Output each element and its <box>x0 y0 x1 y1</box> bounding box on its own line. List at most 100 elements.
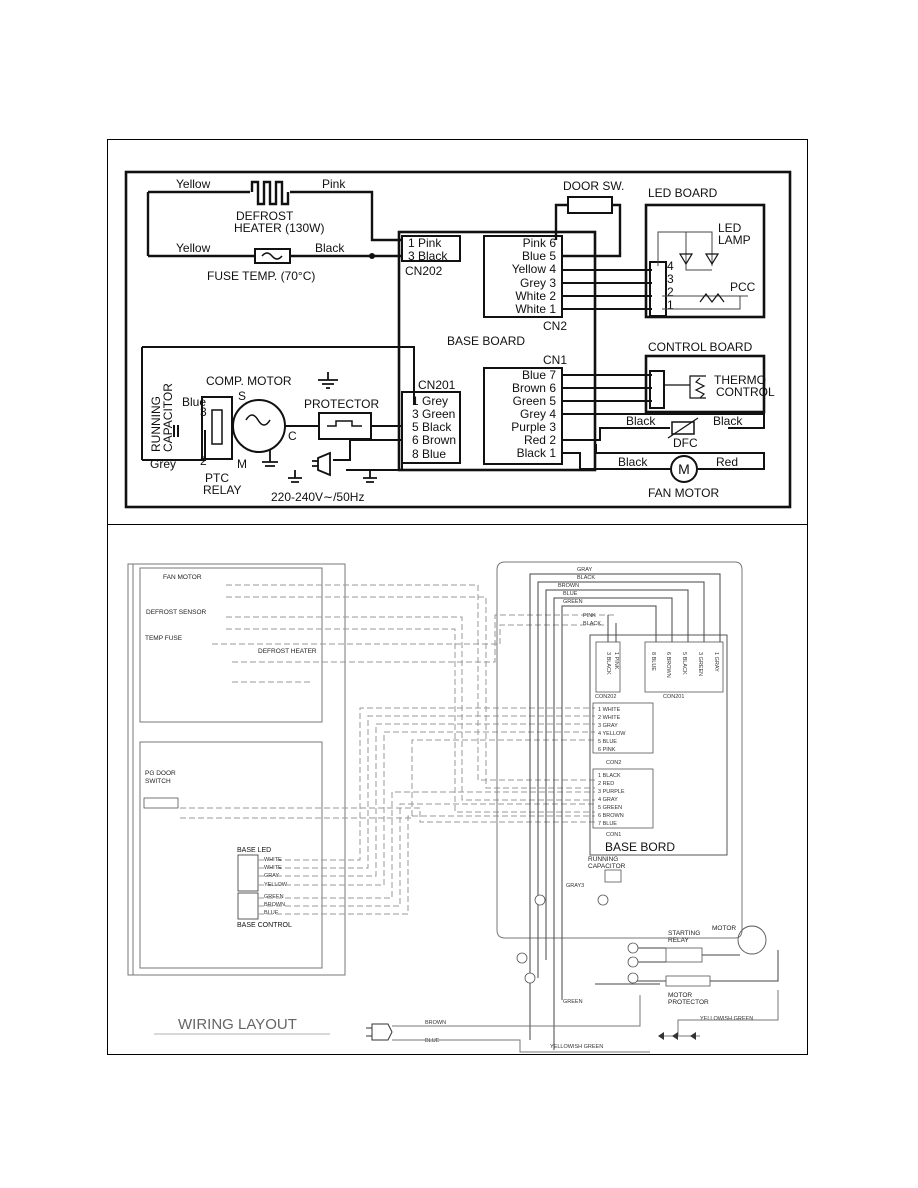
capacitor-layout-icon <box>604 869 622 883</box>
protector-switch-icon <box>327 420 362 427</box>
thermo-wires <box>664 375 706 399</box>
con1-pin-7: 7 BLUE <box>598 821 617 827</box>
wire-label-yellow-bottom: Yellow <box>176 241 211 255</box>
gray3-label: GRAY3 <box>566 883 584 889</box>
wire-black2-label: BLACK <box>583 621 601 627</box>
cn2-pin-6: Pink 6 <box>523 236 557 250</box>
cn201-pin-6: 6 Brown <box>412 433 456 447</box>
cn1-pin-5: Green 5 <box>513 394 557 408</box>
defrost-heater-icon <box>250 180 290 206</box>
cn1-pin-2: Red 2 <box>524 433 556 447</box>
diagram-frame <box>107 139 808 1055</box>
ptc-pin-2: 2 <box>200 454 207 468</box>
fan-motor-wires <box>562 444 765 470</box>
con1-pin-3: 3 PURPLE <box>598 789 625 795</box>
ground-clip-icon <box>658 1032 696 1040</box>
yellowish-green-right: YELLOWISH GREEN <box>700 1016 753 1022</box>
led-lamp-wires <box>657 231 713 271</box>
cn2-connector <box>483 235 563 318</box>
wire-green-label: GREEN <box>563 599 583 605</box>
ground-icon-plug <box>288 470 302 483</box>
heater-wires <box>146 190 402 258</box>
cn202-connector <box>401 235 461 262</box>
power-harness <box>392 990 779 1053</box>
cn1-pins: Blue 7 Brown 6 Green 5 Grey 4 Purple 3 R… <box>511 368 556 460</box>
con201-pin-6: 6 BROWN <box>665 652 671 678</box>
motor-s-label: S <box>238 389 246 403</box>
protector-box <box>318 412 372 440</box>
base-ctrl-wire-2: BROWN <box>264 902 285 908</box>
layout-section: FAN MOTOR DEFROST SENSOR TEMP FUSE DEFRO… <box>127 561 779 1053</box>
starting-relay-icon <box>665 947 703 963</box>
base-led-label: BASE LED <box>237 847 271 854</box>
dfc-black-right: Black <box>713 414 743 428</box>
pcc-label: PCC <box>730 280 756 294</box>
con201-pin-1: 1 GRAY <box>713 652 719 672</box>
section-divider <box>107 524 808 525</box>
dfc-black-left: Black <box>626 414 656 428</box>
cn201-pin-8: 8 Blue <box>412 447 446 461</box>
con2-pins: 1 WHITE 2 WHITE 3 GRAY 4 YELLOW 5 BLUE 6… <box>598 707 626 753</box>
cap-blue-label: Blue <box>182 395 206 409</box>
fuse-temp-icon <box>254 248 291 264</box>
led-pin-3: 3 <box>667 272 674 286</box>
con201-pin-5: 5 BLACK <box>681 652 687 675</box>
con1 <box>592 768 654 829</box>
cn202-pin-1: 1 Pink <box>408 236 442 250</box>
door-switch-wires <box>554 203 622 258</box>
con2-pin-4: 4 YELLOW <box>598 731 626 737</box>
capacitor-icon <box>173 425 179 437</box>
terminal-1-icon <box>627 972 639 984</box>
cn201-pin-1: 1 Grey <box>412 394 448 408</box>
compressor-area <box>496 561 743 939</box>
cn1-pin-4: Grey 4 <box>520 407 556 421</box>
protector-label: PROTECTOR <box>304 397 379 411</box>
cn2-pin-1: White 1 <box>515 302 556 316</box>
cn201-label: CN201 <box>418 378 456 392</box>
thermistor-icon <box>694 377 706 399</box>
con201-pin-3: 3 GREEN <box>697 652 703 676</box>
ptc-relay-box <box>201 396 233 460</box>
con202-pin-1: 1 PINK <box>613 652 619 670</box>
base-board <box>397 230 597 472</box>
con2-pin-6: 6 PINK <box>598 747 616 753</box>
defrost-heater-layout-label: DEFROST HEATER <box>258 648 317 655</box>
cn2-led-wires <box>562 269 652 310</box>
pcc-resistor-icon <box>699 293 725 303</box>
base-ctrl-wire-1: GREEN <box>264 894 284 900</box>
dfc-icon <box>671 421 695 435</box>
ground-icon-right <box>363 470 377 483</box>
cn201-pins: 1 Grey 3 Green 5 Black 6 Brown 8 Blue <box>412 394 456 461</box>
cn2-label: CN2 <box>543 319 567 333</box>
fuse-temp-label: FUSE TEMP. (70°C) <box>207 269 315 283</box>
running-capacitor-label: RUNNINGCAPACITOR <box>149 383 175 452</box>
terminal-2-icon <box>627 956 639 968</box>
con202-pin-3: 3 BLACK <box>605 652 611 675</box>
base-control-box <box>237 892 259 920</box>
con202-label: CON202 <box>595 694 616 700</box>
con201-harness <box>529 573 721 1050</box>
led-connector <box>649 261 667 317</box>
base-ctrl-wire-3: BLUE <box>264 910 279 916</box>
base-led-wire-1: WHITE <box>264 857 282 863</box>
con1-pins: 1 BLACK 2 RED 3 PURPLE 4 GRAY 5 GREEN 6 … <box>598 773 625 827</box>
control-board <box>644 354 766 414</box>
yellowish-green-bottom: YELLOWISH GREEN <box>550 1044 603 1050</box>
con2-pin-5: 5 BLUE <box>598 739 617 745</box>
ground-icon-top <box>318 372 338 389</box>
door-switch-harness <box>180 739 595 823</box>
wire-label-pink-top: Pink <box>322 177 346 191</box>
fan-motor-label: FAN MOTOR <box>648 486 719 500</box>
plug-blue-label: BLUE <box>425 1038 440 1044</box>
base-led-wire-4: YELLOW <box>264 882 288 888</box>
con201-pin-8: 8 BLUE <box>650 652 656 671</box>
cn2-pins: Pink 6 Blue 5 Yellow 4 Grey 3 White 2 Wh… <box>512 236 557 316</box>
con202-wires <box>607 615 617 642</box>
cap-grey-label: Grey <box>150 457 176 471</box>
cn1-pin-6: Brown 6 <box>512 381 556 395</box>
